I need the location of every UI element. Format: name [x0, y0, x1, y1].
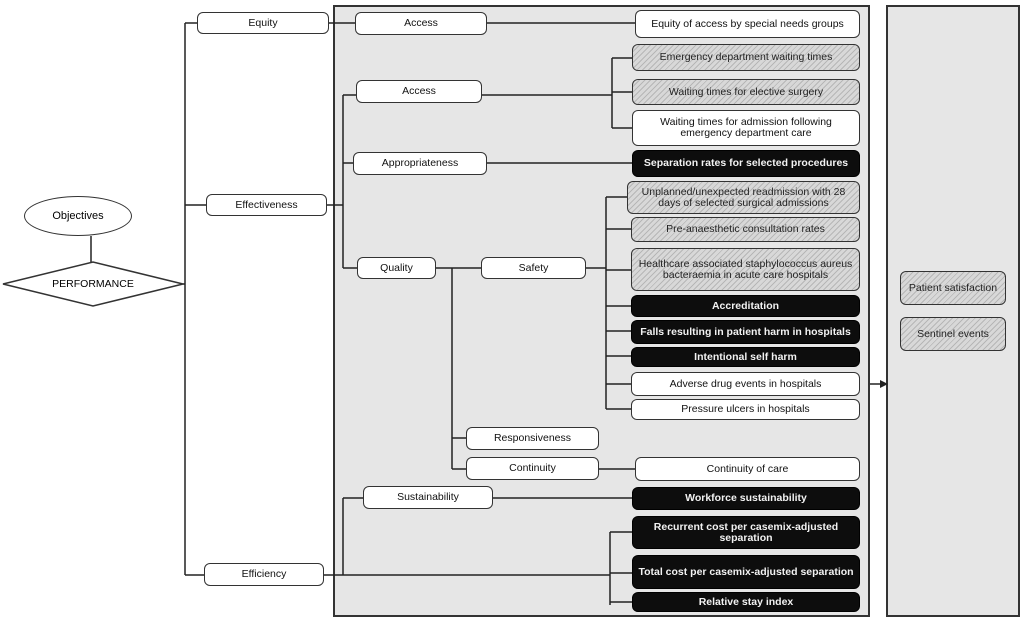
indicator-recurrent-cost: Recurrent cost per casemix-adjusted sepa… — [632, 516, 860, 549]
indicator-equity-access: Equity of access by special needs groups — [635, 10, 860, 38]
continuity-node: Continuity — [466, 457, 599, 480]
quality-node: Quality — [357, 257, 436, 279]
outcome-panel — [886, 5, 1020, 617]
outcome-sentinel-events: Sentinel events — [900, 317, 1006, 351]
safety-node: Safety — [481, 257, 586, 279]
responsiveness-node: Responsiveness — [466, 427, 599, 450]
indicator-pre-anaesthetic: Pre-anaesthetic consultation rates — [631, 217, 860, 242]
indicator-elective-surgery: Waiting times for elective surgery — [632, 79, 860, 105]
performance-label: PERFORMANCE — [52, 278, 134, 290]
efficiency-node: Efficiency — [204, 563, 324, 586]
indicator-workforce-sustainability: Workforce sustainability — [632, 487, 860, 510]
indicator-accreditation: Accreditation — [631, 295, 860, 317]
sustainability-node: Sustainability — [363, 486, 493, 509]
appropriateness-node: Appropriateness — [353, 152, 487, 175]
indicator-continuity-of-care: Continuity of care — [635, 457, 860, 481]
indicator-total-cost: Total cost per casemix-adjusted separati… — [632, 555, 860, 589]
indicator-ed-waiting: Emergency department waiting times — [632, 44, 860, 71]
effectiveness-node: Effectiveness — [206, 194, 327, 216]
indicator-pressure-ulcers: Pressure ulcers in hospitals — [631, 399, 860, 420]
indicator-staph-bacteraemia: Healthcare associated staphylococcus aur… — [631, 248, 860, 291]
indicator-self-harm: Intentional self harm — [631, 347, 860, 367]
equity-node: Equity — [197, 12, 329, 34]
objectives-node: Objectives — [24, 196, 132, 236]
indicator-adverse-drug: Adverse drug events in hospitals — [631, 372, 860, 396]
indicator-falls: Falls resulting in patient harm in hospi… — [631, 320, 860, 344]
indicator-admission-waiting: Waiting times for admission following em… — [632, 110, 860, 146]
indicator-relative-stay: Relative stay index — [632, 592, 860, 612]
indicator-unplanned-readmission: Unplanned/unexpected readmission with 28… — [627, 181, 860, 214]
access-node: Access — [356, 80, 482, 103]
outcome-patient-satisfaction: Patient satisfaction — [900, 271, 1006, 305]
access-equity-node: Access — [355, 12, 487, 35]
performance-diamond — [2, 261, 184, 307]
indicator-separation-rates: Separation rates for selected procedures — [632, 150, 860, 177]
